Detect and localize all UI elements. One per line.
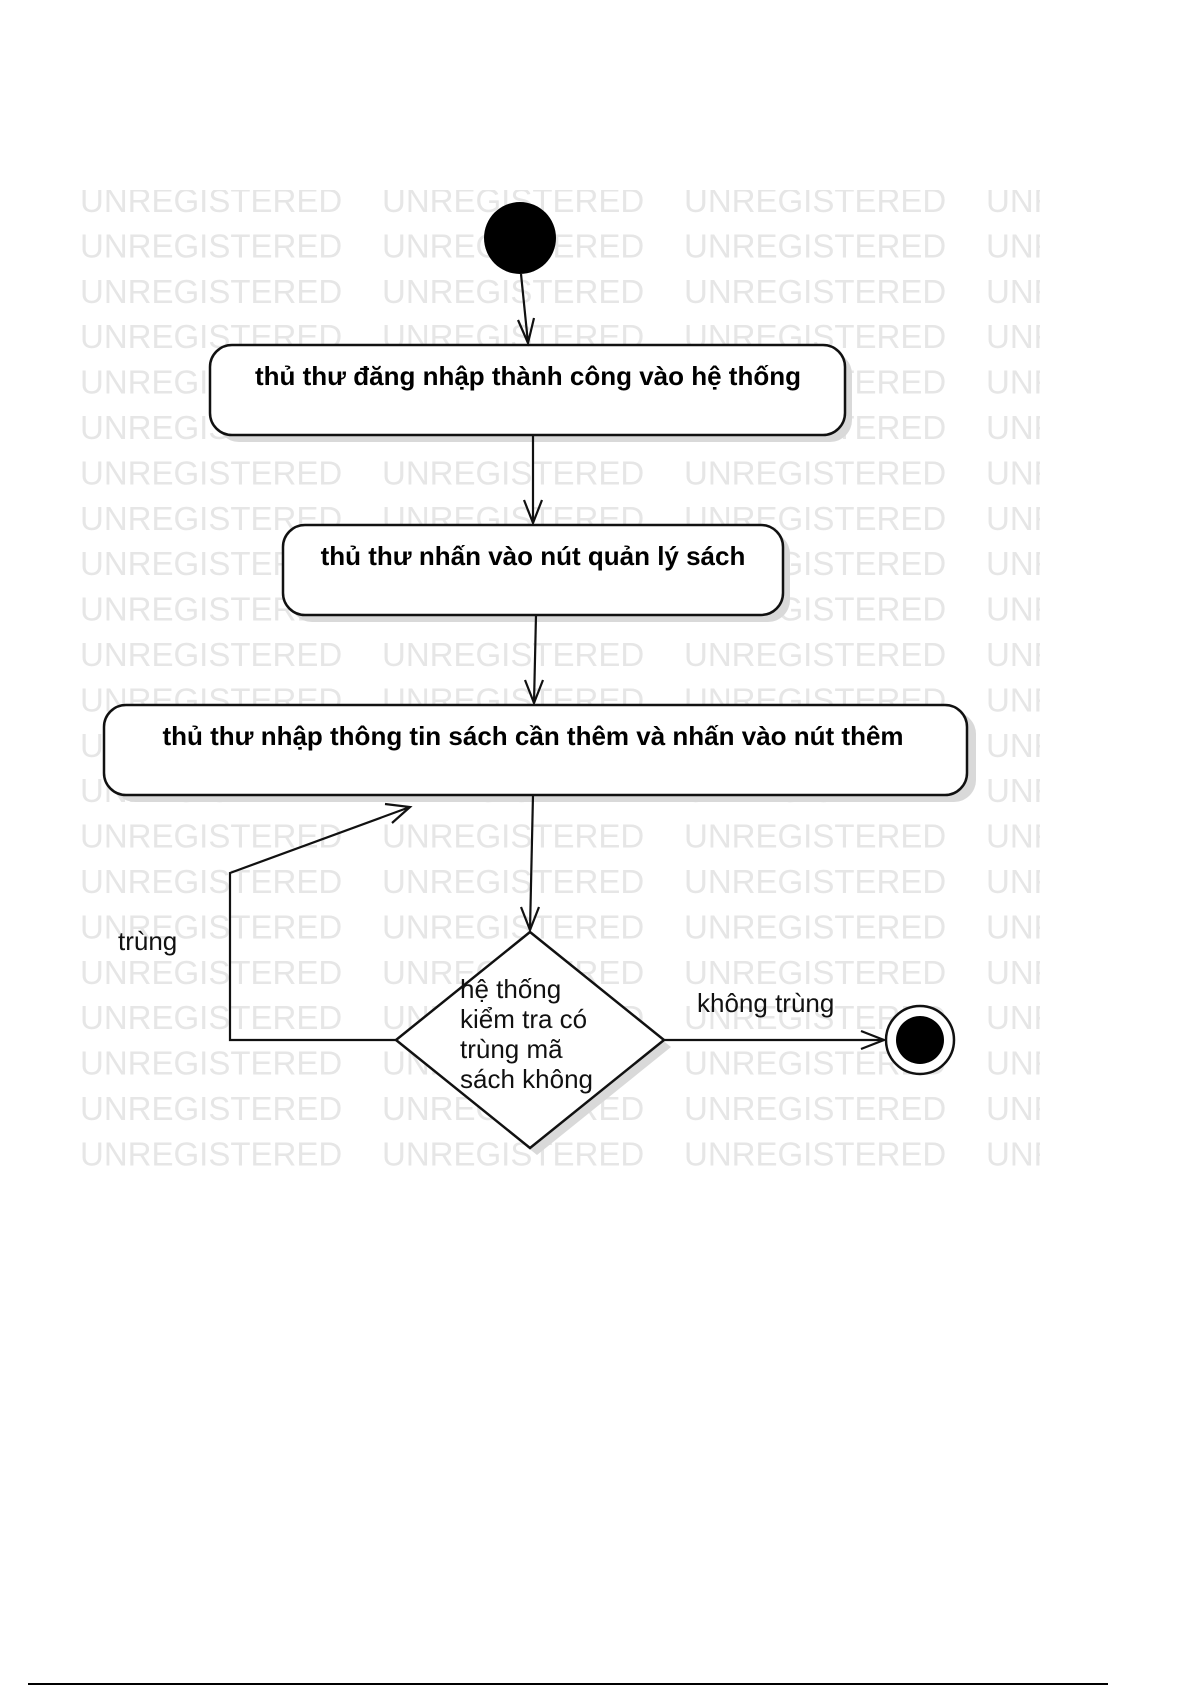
action-input-label: thủ thư nhập thông tin sách cần thêm và … bbox=[162, 721, 903, 751]
watermark-text: UNREGISTERED bbox=[684, 454, 946, 491]
watermark-text: UNREGISTERED bbox=[80, 1135, 342, 1172]
watermark-text: UNREGISTERED bbox=[684, 227, 946, 264]
watermark-text: UNREGISTERED bbox=[986, 545, 1192, 582]
decision-line-3: trùng mã bbox=[460, 1034, 563, 1064]
watermark-text: UNREGISTERED bbox=[80, 863, 342, 900]
watermark-text: UNREGISTERED bbox=[986, 818, 1192, 855]
watermark-text: UNREGISTERED bbox=[986, 364, 1192, 401]
decision-label: hệ thống kiểm tra có trùng mã sách không bbox=[460, 974, 594, 1094]
page-footer-rule bbox=[28, 1683, 1108, 1685]
watermark-text: UNREGISTERED bbox=[80, 273, 342, 310]
action-input-box bbox=[102, 703, 969, 797]
watermark-text: UNREGISTERED bbox=[80, 1090, 342, 1127]
watermark-text: UNREGISTERED bbox=[382, 273, 644, 310]
watermark-text: UNREGISTERED bbox=[684, 182, 946, 219]
watermark-text: UNREGISTERED bbox=[986, 500, 1192, 537]
watermark-text: UNREGISTERED bbox=[684, 636, 946, 673]
watermark-text: UNREGISTERED bbox=[986, 999, 1192, 1036]
watermark-text: UNREGISTERED bbox=[684, 908, 946, 945]
watermark-text: UNREGISTERED bbox=[80, 636, 342, 673]
watermark-text: UNREGISTERED bbox=[80, 1045, 342, 1082]
watermark-text: UNREGISTERED bbox=[986, 318, 1192, 355]
initial-node bbox=[484, 202, 556, 274]
edge-login-to-manage bbox=[522, 435, 544, 527]
watermark-text: UNREGISTERED bbox=[80, 999, 342, 1036]
watermark-text: UNREGISTERED bbox=[986, 454, 1192, 491]
decision-line-4: sách không bbox=[460, 1064, 593, 1094]
watermark-text: UNREGISTERED bbox=[382, 863, 644, 900]
edge-manage-to-input bbox=[523, 614, 545, 707]
watermark-text: UNREGISTERED bbox=[80, 182, 342, 219]
watermark-text: UNREGISTERED bbox=[382, 1135, 644, 1172]
action-login-box bbox=[208, 343, 847, 437]
final-node-core bbox=[896, 1016, 944, 1064]
watermark-text: UNREGISTERED bbox=[80, 818, 342, 855]
watermark-text: UNREGISTERED bbox=[80, 454, 342, 491]
watermark-text: UNREGISTERED bbox=[986, 681, 1192, 718]
watermark-text: UNREGISTERED bbox=[986, 1045, 1192, 1082]
watermark-text: UNREGISTERED bbox=[986, 636, 1192, 673]
action-click-manage-label: thủ thư nhấn vào nút quản lý sách bbox=[321, 541, 746, 571]
watermark-text: UNREGISTERED bbox=[986, 908, 1192, 945]
watermark-text: UNREGISTERED bbox=[80, 908, 342, 945]
watermark-text: UNREGISTERED bbox=[986, 954, 1192, 991]
edge-decision-to-final bbox=[664, 1029, 888, 1051]
watermark-text: UNREGISTERED bbox=[684, 863, 946, 900]
decision-node bbox=[394, 930, 666, 1150]
watermark-text: UNREGISTERED bbox=[986, 727, 1192, 764]
watermark-text: UNREGISTERED bbox=[684, 1135, 946, 1172]
watermark-text: UNREGISTERED bbox=[80, 954, 342, 991]
watermark-text: UNREGISTERED bbox=[684, 1090, 946, 1127]
watermark-text: UNREGISTERED bbox=[986, 772, 1192, 809]
watermark-text: UNREGISTERED bbox=[684, 818, 946, 855]
guard-duplicate-label: trùng bbox=[118, 926, 177, 956]
watermark-text: UNREGISTERED bbox=[986, 1090, 1192, 1127]
watermark-text: UNREGISTERED bbox=[80, 227, 342, 264]
watermark-text: UNREGISTERED bbox=[986, 1135, 1192, 1172]
edge-input-to-decision bbox=[519, 794, 541, 934]
edge-initial-to-login bbox=[516, 273, 536, 347]
decision-line-2: kiểm tra có bbox=[460, 1004, 587, 1034]
watermark-text: UNREGISTERED bbox=[986, 863, 1192, 900]
watermark-text: UNREGISTERED bbox=[382, 454, 644, 491]
watermark-text: UNREGISTERED bbox=[986, 591, 1192, 628]
action-login-label: thủ thư đăng nhập thành công vào hệ thốn… bbox=[255, 361, 801, 391]
watermark-text: UNREGISTERED bbox=[986, 409, 1192, 446]
watermark-text: UNREGISTERED bbox=[382, 818, 644, 855]
watermark-text: UNREGISTERED bbox=[382, 908, 644, 945]
guard-not-duplicate-label: không trùng bbox=[697, 988, 834, 1018]
watermark-text: UNREGISTERED bbox=[382, 636, 644, 673]
watermark-text: UNREGISTERED bbox=[684, 273, 946, 310]
decision-line-1: hệ thống bbox=[460, 974, 561, 1004]
edge-decision-loop-back bbox=[228, 802, 413, 1042]
watermark-text: UNREGISTERED bbox=[684, 954, 946, 991]
watermark-text: UNREGISTERED bbox=[986, 182, 1192, 219]
watermark-text: UNREGISTERED bbox=[986, 273, 1192, 310]
watermark-text: UNREGISTERED bbox=[986, 227, 1192, 264]
